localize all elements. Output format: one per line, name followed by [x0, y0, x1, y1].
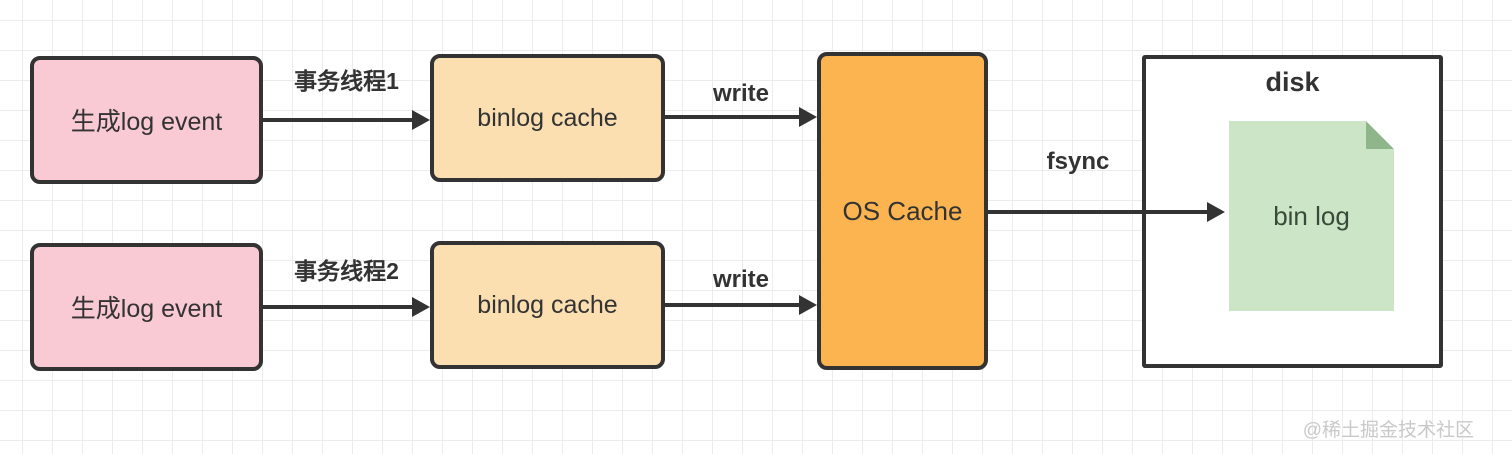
arrow-thread1-shaft [263, 118, 416, 122]
node-log-event-2: 生成log event [30, 243, 263, 371]
node-binlog-cache-1: binlog cache [430, 54, 665, 182]
arrow-thread1-head [412, 110, 430, 130]
binlog-file-label: bin log [1273, 200, 1350, 231]
arrow-write2 [665, 295, 817, 315]
node-log-event-1-label: 生成log event [70, 108, 223, 136]
arrow-write1-shaft [665, 115, 803, 119]
disk-title: disk [1265, 67, 1320, 97]
edge-label-thread2: 事务线程2 [294, 258, 399, 284]
edge-label-fsync: fsync [1046, 148, 1110, 175]
arrow-write1 [665, 107, 817, 127]
arrow-fsync-head [1207, 202, 1225, 222]
edge-label-thread1: 事务线程1 [294, 68, 399, 94]
node-binlog-cache-1-label: binlog cache [477, 103, 618, 132]
edge-label-write2: write [712, 266, 769, 293]
node-os-cache-label: OS Cache [842, 195, 963, 226]
arrow-write2-shaft [665, 303, 803, 307]
arrow-thread2-shaft [263, 305, 416, 309]
arrow-fsync [988, 202, 1225, 222]
arrow-thread2 [263, 297, 430, 317]
edge-label-write1: write [712, 80, 769, 107]
arrow-fsync-shaft [988, 210, 1211, 214]
node-os-cache: OS Cache [817, 52, 988, 370]
arrow-thread2-head [412, 297, 430, 317]
arrow-write1-head [799, 107, 817, 127]
node-binlog-cache-2: binlog cache [430, 241, 665, 369]
page-fold-icon [1366, 121, 1394, 149]
arrow-write2-head [799, 295, 817, 315]
node-log-event-2-label: 生成log event [70, 295, 223, 323]
watermark: @稀土掘金技术社区 [1302, 420, 1474, 441]
node-binlog-cache-2-label: binlog cache [477, 290, 618, 319]
node-log-event-1: 生成log event [30, 56, 263, 184]
binlog-file-icon: bin log [1229, 121, 1394, 311]
arrow-thread1 [263, 110, 430, 130]
